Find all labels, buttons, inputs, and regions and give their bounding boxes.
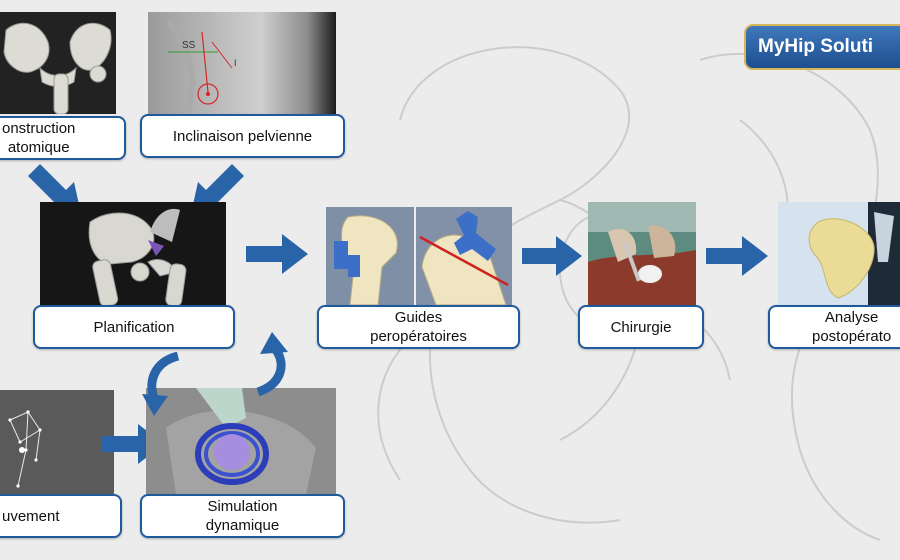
simulation-image [146,388,336,494]
node-analyse-postoperatoire: Analyse postopérato [768,305,900,349]
curved-arrow-down-to-simulation [142,352,180,416]
node-reconstruction-label: onstruction atomique [2,120,76,156]
guides-image-left [326,207,414,305]
node-guides-peroperatoires: Guides peropératoires [317,305,520,349]
node-planification: Planification [33,305,235,349]
xray-image: SS I [148,12,336,116]
arrow-planification-to-guides [246,234,308,274]
guides-image-right [416,207,512,305]
brand-badge: MyHip Soluti [744,24,900,70]
node-chirurgie: Chirurgie [578,305,704,349]
planification-image [40,202,226,306]
node-analyse-label: Analyse postopérato [812,309,892,345]
node-mouvement: uvement [0,494,122,538]
node-mouvement-label: uvement [2,507,60,525]
mouvement-image [0,390,114,494]
node-simulation-dynamique: Simulation dynamique [140,494,345,538]
arrow-chirurgie-to-analyse [706,236,768,276]
xray-label-i: I [234,58,237,68]
node-simulation-label: Simulation dynamique [205,498,280,534]
brand-title: MyHip Soluti [758,36,874,57]
reconstruction-image [0,12,116,114]
node-guides-label: Guides peropératoires [370,309,467,345]
xray-label-ss: SS [182,40,196,51]
chirurgie-image [588,202,696,306]
node-inclinaison-pelvienne: Inclinaison pelvienne [140,114,345,158]
arrow-guides-to-chirurgie [522,236,582,276]
node-planification-label: Planification [93,318,175,336]
curved-arrow-up-to-planification [256,332,288,396]
node-chirurgie-label: Chirurgie [610,318,672,336]
analyse-image [778,202,900,306]
node-inclinaison-label: Inclinaison pelvienne [172,127,313,145]
node-reconstruction-anatomique: onstruction atomique [0,116,126,160]
